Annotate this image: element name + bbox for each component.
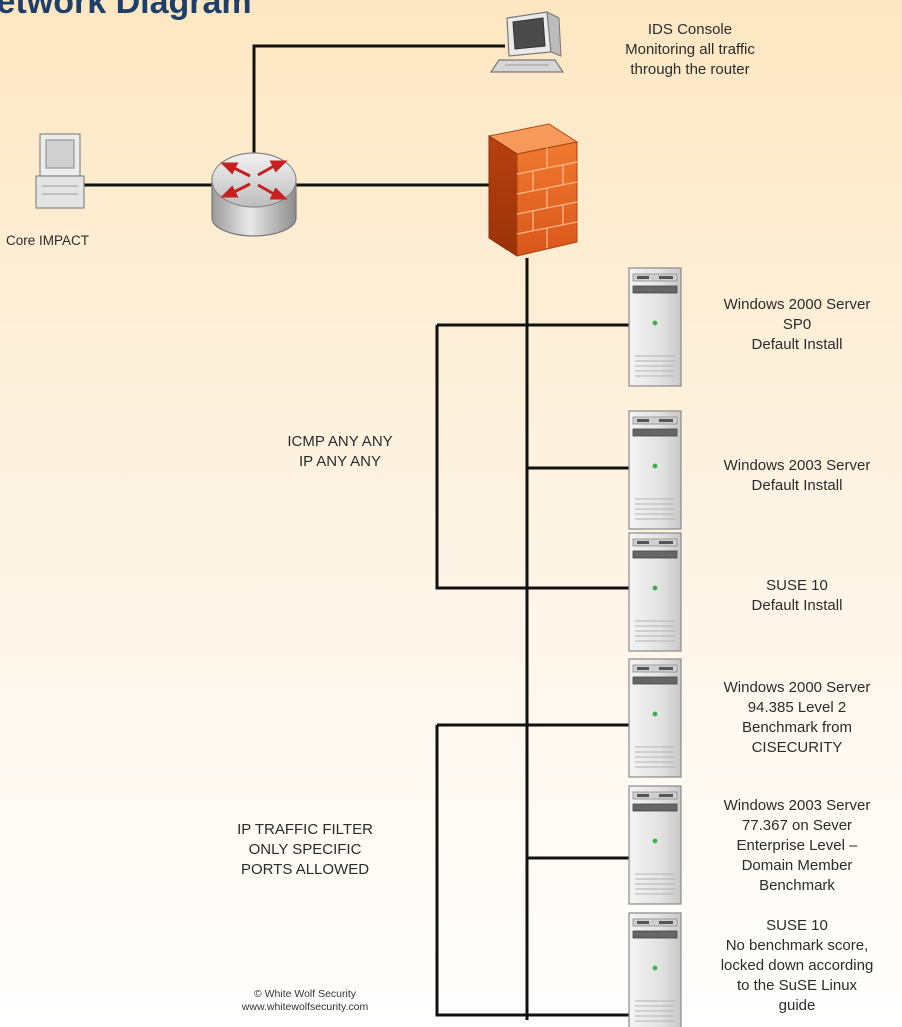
server-icon <box>628 532 682 652</box>
computer-icon <box>489 11 565 73</box>
server-icon <box>628 785 682 905</box>
server-icon <box>628 912 682 1027</box>
server-label: SUSE 10 Default Install <box>751 577 843 614</box>
firewall-icon <box>487 123 579 257</box>
copyright-notice: © White Wolf Security www.whitewolfsecur… <box>241 988 369 1013</box>
firewall-rule-label: IP TRAFFIC FILTER ONLY SPECIFIC PORTS AL… <box>237 821 373 878</box>
firewall-rule-label: ICMP ANY ANY IP ANY ANY <box>287 433 393 470</box>
router-icon <box>211 152 297 237</box>
page-title: Network Diagram <box>0 0 252 21</box>
workstation-icon <box>35 133 85 209</box>
connection-lines <box>60 44 629 1020</box>
server-icon <box>628 658 682 778</box>
ids-console-label: IDS Console Monitoring all traffic throu… <box>625 21 755 78</box>
server-label: Windows 2003 Server Default Install <box>723 457 871 494</box>
server-icon <box>628 410 682 530</box>
server-icon <box>628 267 682 387</box>
core-impact-label: Core IMPACT <box>6 233 90 248</box>
server-label: SUSE 10 No benchmark score, locked down … <box>720 917 874 1014</box>
server-label: Windows 2003 Server 77.367 on Sever Ente… <box>723 797 871 894</box>
server-label: Windows 2000 Server SP0 Default Install <box>723 296 871 353</box>
server-label: Windows 2000 Server 94.385 Level 2 Bench… <box>723 679 871 756</box>
